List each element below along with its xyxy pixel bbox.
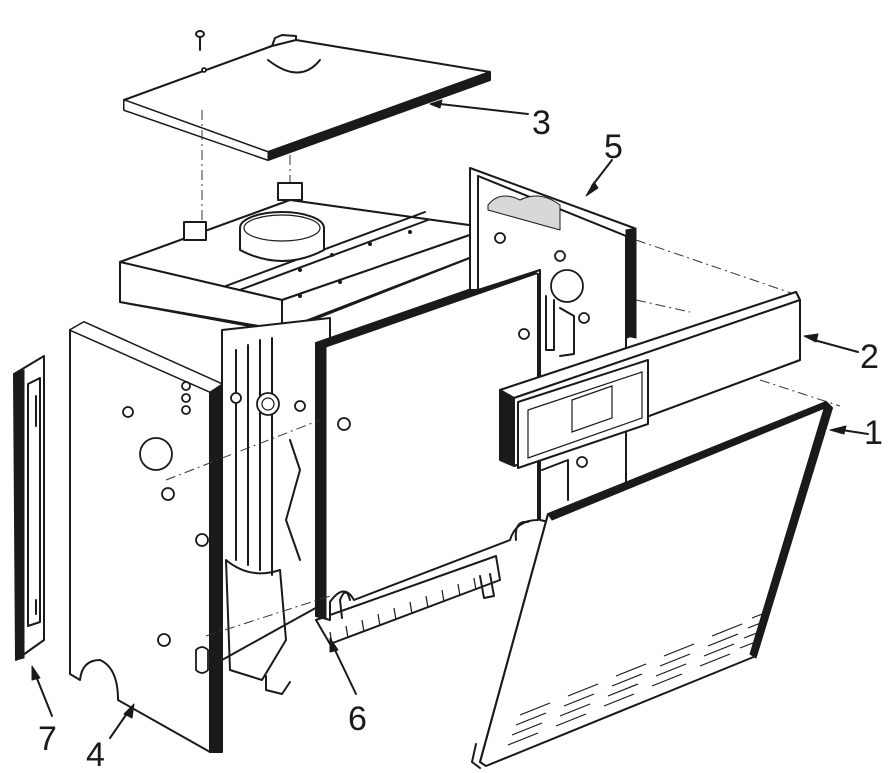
top-cover-plate [123,34,491,161]
right-side-panel [469,167,637,541]
left-front-side-panel [68,321,224,753]
front-louvered-cover [471,401,833,769]
callout-5: 5 [604,128,623,166]
callout-3: 3 [532,104,551,142]
control-panel [499,291,801,469]
heat-exchanger-body [119,182,501,695]
callout-4: 4 [86,736,105,773]
callout-7: 7 [38,720,57,758]
louver-slots [507,610,771,746]
left-rear-side-panel [13,355,45,661]
screw [195,30,205,51]
callout-1: 1 [864,414,883,452]
callout-6: 6 [348,700,367,738]
callout-2: 2 [860,338,879,376]
leader-lines [31,99,869,739]
